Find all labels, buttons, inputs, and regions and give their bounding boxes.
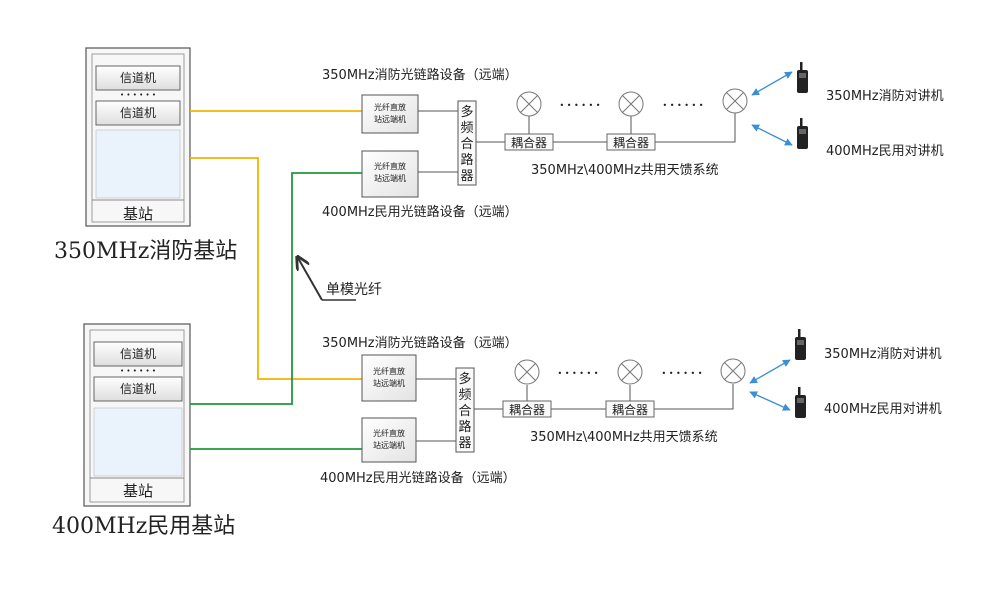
ellipsis-dots: • • • • • • (662, 101, 703, 110)
radio-label: 350MHz消防对讲机 (826, 88, 944, 104)
coupler: 耦合器 (502, 400, 552, 418)
repeater-label: 站远端机 (373, 440, 405, 450)
equipment-label-civil: 400MHz民用光链路设备（远端） (322, 204, 518, 220)
antenna-icon (514, 359, 540, 385)
remote-branch-top: 350MHz消防光链路设备（远端） 400MHz民用光链路设备（远端） 光纤直放… (322, 62, 944, 220)
combiner-label-char: 路 (458, 419, 471, 435)
base-station-label: 基站 (123, 482, 153, 500)
radio-label: 400MHz民用对讲机 (826, 144, 944, 159)
repeater-unit: 光纤直放 站远端机 (361, 94, 419, 134)
repeater-unit: 光纤直放 站远端机 (361, 417, 417, 463)
ellipsis-dots: • • • • • • (661, 369, 702, 378)
wireless-link (751, 124, 793, 146)
combiner-label-char: 路 (460, 152, 473, 168)
channel-unit: 信道机 (95, 100, 181, 126)
walkie-talkie-icon (797, 118, 808, 149)
repeater-label: 光纤直放 (373, 428, 405, 438)
fiber-callout: 单模光纤 (298, 258, 382, 301)
channel-unit: 信道机 (95, 65, 181, 91)
channel-unit: 信道机 (93, 341, 183, 367)
wireless-link (751, 71, 793, 96)
channel-unit-label: 信道机 (120, 382, 156, 396)
coupler: 耦合器 (606, 133, 656, 151)
wireless-link (749, 359, 791, 384)
walkie-talkie-icon (797, 62, 808, 93)
ellipsis-dots: • • • • • • (120, 91, 156, 99)
ellipsis-dots: • • • • • • (120, 367, 156, 375)
repeater-label: 站远端机 (374, 173, 406, 183)
combiner-label-char: 频 (458, 388, 471, 403)
repeater-unit: 光纤直放 站远端机 (361, 150, 419, 198)
equipment-label-fire: 350MHz消防光链路设备（远端） (322, 335, 518, 351)
cabinet-panel (95, 129, 181, 199)
ellipsis-dots: • • • • • • (559, 101, 600, 110)
combiner-label: 多频合路器 (460, 104, 473, 184)
radio-label: 400MHz民用对讲机 (824, 402, 942, 417)
civil-fiber-links (190, 172, 362, 450)
repeater-label: 站远端机 (373, 378, 405, 388)
multi-band-combiner: 多频合路器 (455, 367, 475, 453)
repeater-label: 光纤直放 (374, 161, 406, 171)
coupler: 耦合器 (605, 400, 655, 418)
antenna-icon (617, 359, 643, 385)
walkie-talkie-icon (795, 329, 806, 360)
combiner-label-char: 器 (460, 169, 473, 184)
repeater-unit: 光纤直放 站远端机 (361, 354, 417, 402)
antenna-icon (516, 91, 542, 117)
coupler: 耦合器 (504, 133, 554, 151)
feeder-system-label: 350MHz\400MHz共用天馈系统 (531, 163, 719, 178)
channel-unit-label: 信道机 (120, 71, 156, 85)
equipment-label-civil: 400MHz民用光链路设备（远端） (320, 470, 516, 486)
base-station-350: 信道机 • • • • • • 信道机 基站 (85, 47, 191, 227)
combiner-label-char: 频 (460, 121, 473, 136)
wireless-link (749, 391, 791, 411)
combiner-label-char: 多 (458, 371, 471, 387)
channel-unit-label: 信道机 (120, 347, 156, 361)
channel-unit: 信道机 (93, 376, 183, 402)
coupler-label: 耦合器 (509, 402, 545, 417)
repeater-label: 光纤直放 (374, 102, 406, 112)
station-title: 350MHz消防基站 (54, 239, 237, 264)
combiner-label-char: 合 (458, 404, 471, 419)
channel-unit-label: 信道机 (120, 106, 156, 120)
cabinet-panel (93, 407, 183, 477)
ellipsis-dots: • • • • • • (557, 369, 598, 378)
repeater-label: 站远端机 (374, 114, 406, 124)
base-station-label: 基站 (123, 205, 153, 223)
antenna-icon (720, 358, 746, 384)
coupler-label: 耦合器 (612, 402, 648, 417)
radio-label: 350MHz消防对讲机 (824, 346, 942, 362)
repeater-label: 光纤直放 (373, 366, 405, 376)
fiber-label: 单模光纤 (326, 282, 382, 298)
station-title: 400MHz民用基站 (52, 514, 235, 539)
combiner-label-char: 器 (458, 436, 471, 451)
antenna-icon (618, 91, 644, 117)
combiner-label: 多频合路器 (458, 371, 471, 451)
combiner-label-char: 多 (460, 104, 473, 120)
walkie-talkie-icon (795, 387, 806, 418)
antenna-icon (722, 88, 748, 114)
multi-band-combiner: 多频合路器 (457, 100, 477, 186)
fire-fiber-links (190, 110, 362, 380)
coupler-label: 耦合器 (613, 135, 649, 150)
feeder-system-label: 350MHz\400MHz共用天馈系统 (530, 430, 718, 445)
combiner-label-char: 合 (460, 137, 473, 152)
coupler-label: 耦合器 (511, 135, 547, 150)
base-station-400: 信道机 • • • • • • 信道机 基站 (83, 323, 191, 507)
remote-branch-bottom: 350MHz消防光链路设备（远端） 400MHz民用光链路设备（远端） 光纤直放… (320, 329, 942, 486)
equipment-label-fire: 350MHz消防光链路设备（远端） (322, 67, 518, 83)
